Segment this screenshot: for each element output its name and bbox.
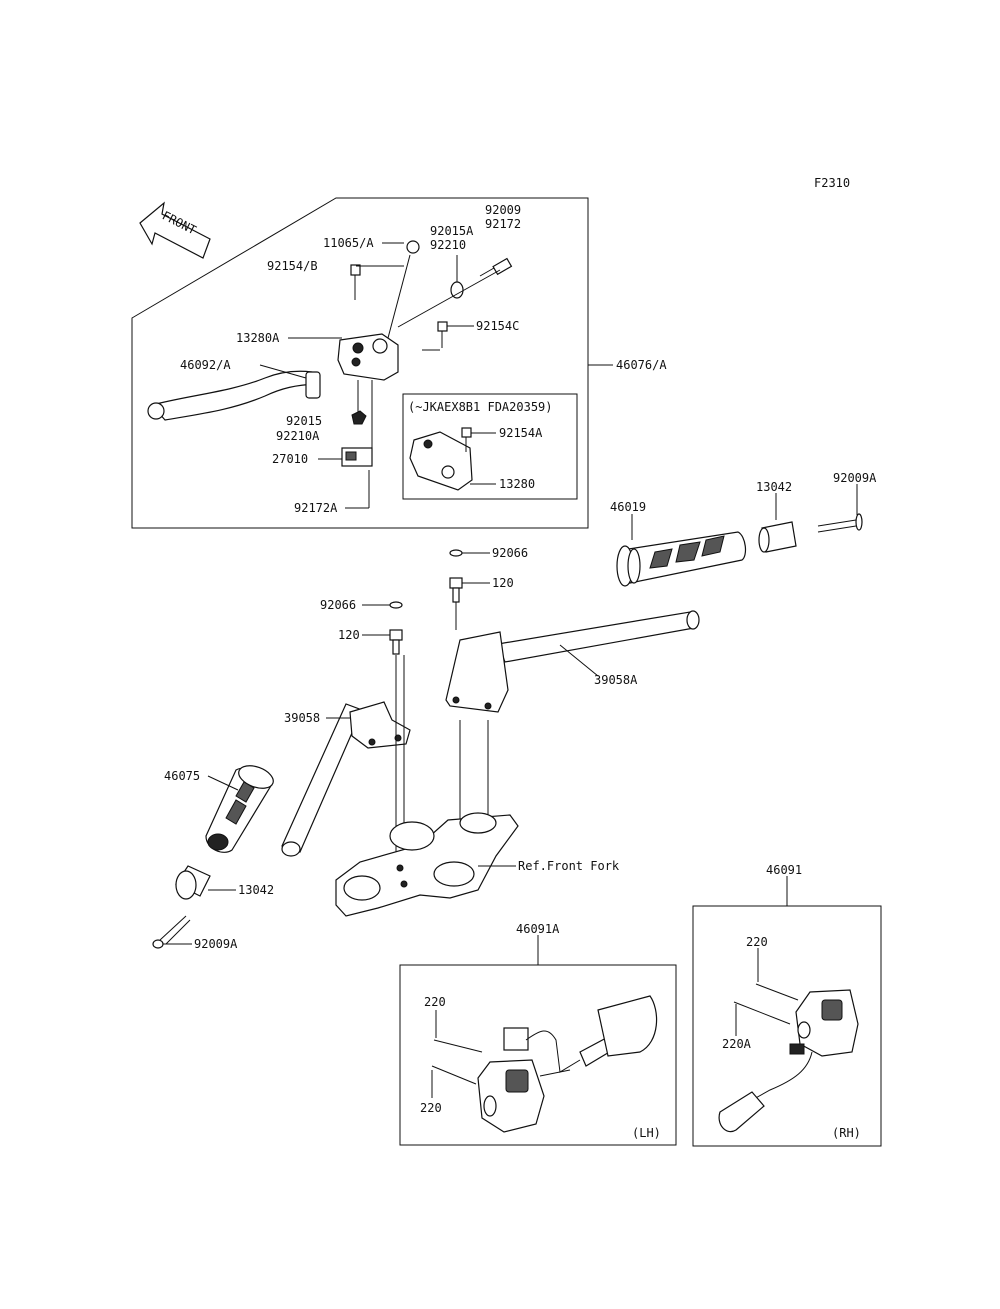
label-ref-front-fork: Ref.Front Fork [518,859,620,873]
screw-92009a-right-icon [817,513,863,533]
label-92066-top: 92066 [492,546,528,560]
grip-end-weight-13042-left-icon [175,865,211,900]
label-92015: 92015 [286,414,322,428]
bolt-120-top-icon [449,577,463,603]
variant-inset-box [402,393,578,500]
label-46019: 46019 [610,500,646,514]
leader-39058a [559,644,599,677]
label-120-left: 120 [338,628,360,642]
left-handlebar-39058-icon [281,701,411,857]
label-92154b: 92154/B [267,259,318,273]
label-92172: 92172 [485,217,521,231]
label-13280a: 13280A [236,331,280,345]
label-92009a-left: 92009A [194,937,238,951]
bolt-120-left-icon [389,629,403,655]
front-direction-arrow-icon: FRONT [139,201,211,259]
switch-27010-icon [341,447,373,467]
label-46076a: 46076/A [616,358,667,372]
label-92210a: 92210A [276,429,320,443]
label-46075: 46075 [164,769,200,783]
leader-46075 [207,775,239,791]
label-13280: 13280 [499,477,535,491]
label-92015a: 92015A [430,224,474,238]
label-92009a-right: 92009A [833,471,877,485]
label-92154a: 92154A [499,426,543,440]
right-grip-46019-icon [616,531,747,587]
label-lh: (LH) [632,1126,661,1140]
nut-92015-icon [351,410,367,425]
right-handlebar-39058a-icon [445,610,700,713]
label-13042-left: 13042 [238,883,274,897]
washer-92066-left-icon [389,601,403,609]
label-11065a: 11065/A [323,236,374,250]
bolt-92154a-icon [461,427,472,452]
label-46092a: 46092/A [180,358,231,372]
rh-handlebar-switch-icon [718,989,859,1133]
label-92154c: 92154C [476,319,519,333]
pivot-bolt-92154b-icon [350,264,361,300]
cap-11065a-icon [406,240,420,254]
label-27010: 27010 [272,452,308,466]
label-92066-left: 92066 [320,598,356,612]
washer-92066-top-icon [449,549,463,557]
washer-92210-icon [450,281,464,299]
label-92009: 92009 [485,203,521,217]
lever-holder-icon [337,333,399,381]
label-92210: 92210 [430,238,466,252]
label-220a: 220A [722,1037,752,1051]
label-92172a: 92172A [294,501,338,515]
label-220-lh-top: 220 [424,995,446,1009]
label-variant-range: (~JKAEX8B1 FDA20359) [408,400,553,414]
brake-lever-icon [147,370,321,421]
label-39058a: 39058A [594,673,638,687]
adjuster-92009-icon [479,257,513,277]
bolt-92154c-icon [437,321,448,348]
leader-lines-lever [259,242,613,509]
rh-screws-icon [733,983,799,1025]
lever-assembly-outline [131,197,589,529]
label-46091a: 46091A [516,922,560,936]
left-grip-46075-icon [205,765,274,853]
screw-92009a-left-icon [152,915,191,949]
label-39058: 39058 [284,711,320,725]
label-220-lh-bot: 220 [420,1101,442,1115]
label-220-rh: 220 [746,935,768,949]
label-120-top: 120 [492,576,514,590]
lever-holder-13280-icon [409,431,473,491]
lh-screws-icon [431,1039,483,1085]
figure-code: F2310 [814,176,850,190]
lh-handlebar-switch-icon [477,995,658,1133]
label-46091: 46091 [766,863,802,877]
upper-triple-clamp-icon [335,812,519,917]
label-rh: (RH) [832,1126,861,1140]
grip-end-weight-13042-right-icon [758,521,797,553]
label-13042-right: 13042 [756,480,792,494]
